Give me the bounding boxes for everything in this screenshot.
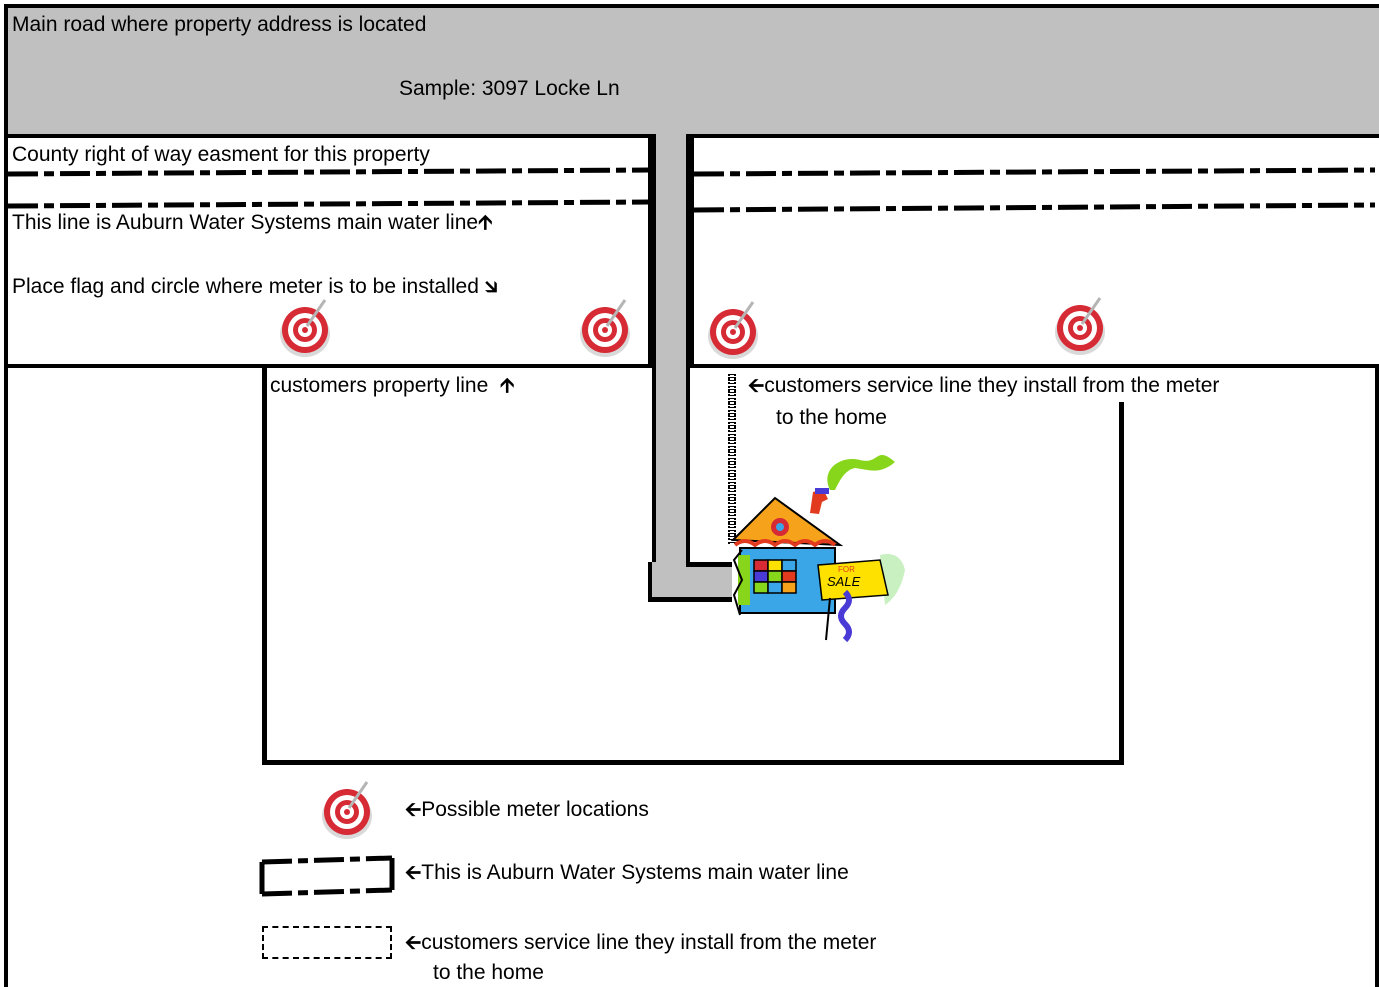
easement-right xyxy=(690,138,1379,368)
outer-frame-right xyxy=(1375,368,1379,987)
legend-service-line-label-1: 🡨customers service line they install fro… xyxy=(405,930,877,954)
road-title: Main road where property address is loca… xyxy=(12,13,427,36)
service-line-label-1: 🡨customers service line they install fro… xyxy=(748,373,1220,397)
arrow-left-icon: 🡨 xyxy=(405,930,422,954)
flag-instruction: Place flag and circle where meter is to … xyxy=(12,274,498,298)
driveway-bend xyxy=(648,562,732,602)
arrow-left-icon: 🡨 xyxy=(405,860,422,884)
arrow-up-icon: 🡩 xyxy=(478,210,493,234)
road-sample-address: Sample: 3097 Locke Ln xyxy=(399,77,620,100)
driveway-bend-inner xyxy=(686,562,732,567)
legend-service-line-swatch xyxy=(262,926,392,959)
property-right-gap-mask xyxy=(1119,368,1124,402)
property-line-label: customers property line 🡩 xyxy=(270,373,515,397)
legend-main-line-label: 🡨This is Auburn Water Systems main water… xyxy=(405,860,849,884)
legend-service-line-label-2: to the home xyxy=(433,961,544,984)
customers-property-box xyxy=(262,368,1124,765)
sign-big-text: SALE xyxy=(827,574,861,589)
outer-frame-left xyxy=(4,368,8,987)
driveway-overlay xyxy=(652,134,690,374)
customers-service-line xyxy=(728,374,736,544)
main-line-label: This line is Auburn Water Systems main w… xyxy=(12,210,493,234)
sign-small-text: FOR xyxy=(838,565,855,574)
main-road xyxy=(4,4,1379,138)
arrow-left-icon: 🡨 xyxy=(405,797,422,821)
arrow-down-right-icon: 🡮 xyxy=(484,274,498,298)
arrow-left-icon: 🡨 xyxy=(748,373,765,397)
legend-meter-label: 🡨Possible meter locations xyxy=(405,797,649,821)
arrow-up-icon: 🡩 xyxy=(499,373,515,397)
easement-label: County right of way easment for this pro… xyxy=(12,143,430,166)
service-line-label-2: to the home xyxy=(776,406,887,429)
